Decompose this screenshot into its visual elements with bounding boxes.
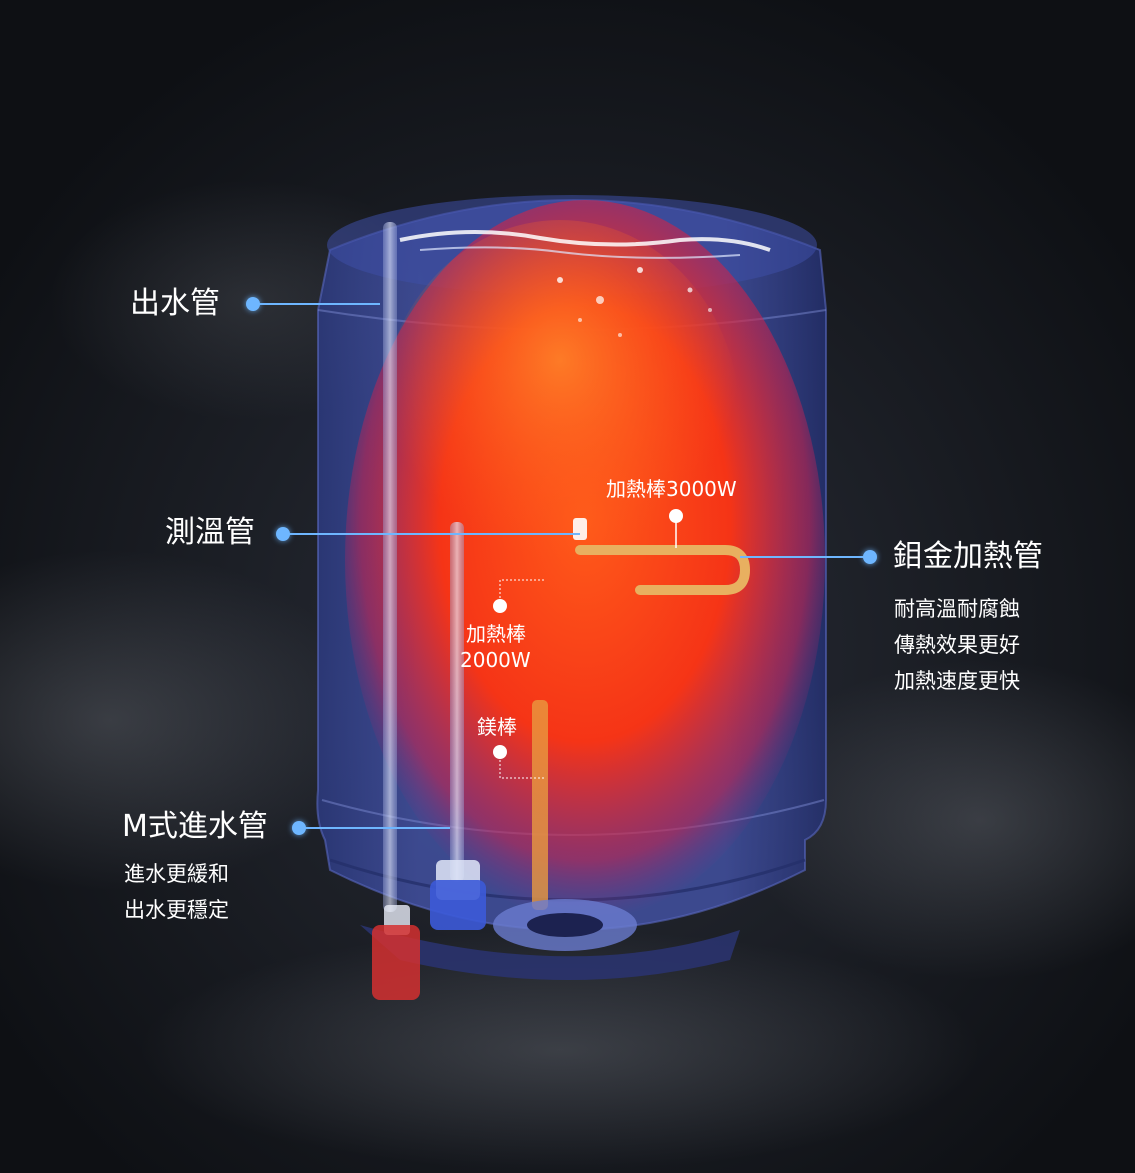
pointer-dot-outlet	[246, 297, 260, 311]
pointer-dot-heating-tube	[863, 550, 877, 564]
label-heater-2000w-line2: 2000W	[460, 648, 531, 672]
label-magnesium-rod: 鎂棒	[477, 715, 517, 739]
pointer-line-2000w	[499, 579, 545, 606]
pointer-dot-inlet	[292, 821, 306, 835]
magnesium-rod	[532, 700, 548, 910]
pointer-line-magnesium	[499, 752, 545, 779]
water-surface	[399, 230, 771, 337]
heat-glow	[380, 220, 740, 620]
label-outlet-pipe: 出水管	[130, 286, 220, 321]
label-temp-pipe: 測溫管	[165, 515, 255, 550]
label-inlet-pipe: M式進水管	[122, 809, 268, 844]
inlet-desc-line: 出水更穩定	[124, 898, 229, 922]
pointer-dot-temp	[276, 527, 290, 541]
heating-desc-line: 傳熱效果更好	[894, 633, 1020, 657]
m-inlet-pipe	[430, 522, 486, 930]
smoke-cloud	[140, 930, 980, 1170]
smoke-cloud	[0, 550, 370, 890]
base-flange-hole	[527, 913, 603, 937]
label-heater-2000w-line1: 加熱棒	[466, 622, 526, 646]
pointer-dot-2000w	[493, 599, 507, 613]
inlet-pipe-desc: 進水更緩和 出水更穩定	[124, 856, 229, 928]
outlet-pipe	[372, 222, 420, 1000]
label-heating-tube: 鉬金加熱管	[893, 539, 1043, 574]
label-heater-3000w: 加熱棒3000W	[606, 477, 737, 501]
pointer-dot-3000w	[669, 509, 683, 523]
smoke-cloud	[740, 660, 1135, 980]
heating-desc-line: 加熱速度更快	[894, 669, 1020, 693]
heating-tube-desc: 耐高溫耐腐蝕 傳熱效果更好 加熱速度更快	[894, 591, 1020, 699]
pointer-dot-magnesium	[493, 745, 507, 759]
heating-desc-line: 耐高溫耐腐蝕	[894, 597, 1020, 621]
inlet-desc-line: 進水更緩和	[124, 862, 229, 886]
